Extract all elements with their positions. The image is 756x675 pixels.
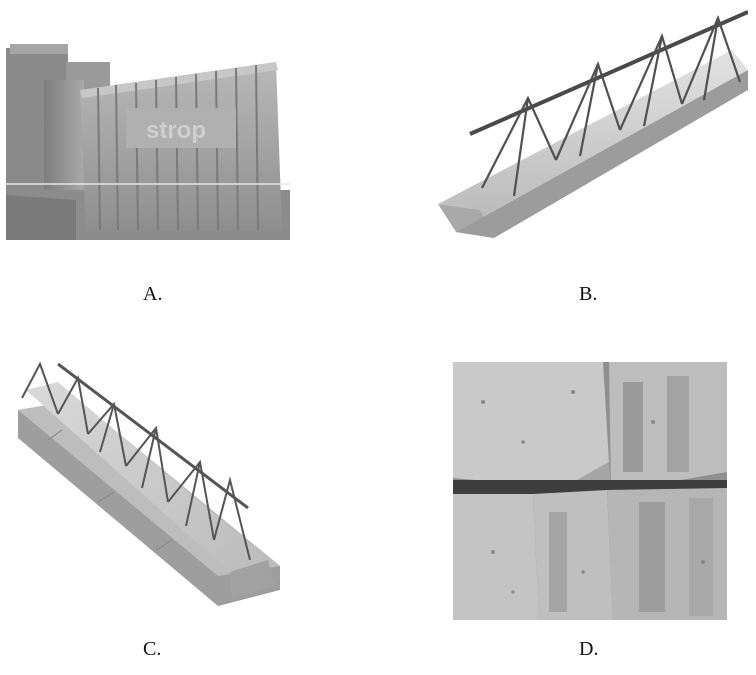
lattice-girder-illustration [18,361,280,606]
option-b-label: B. [579,283,598,305]
image-option-b [436,10,748,248]
image-option-c [18,360,280,616]
image-option-d [453,362,727,620]
concrete-wall-blocks-illustration: strop [6,44,290,240]
option-d-label: D. [579,638,599,660]
stacked-blocks-illustration [453,362,727,620]
block-stamp-text: strop [146,117,206,144]
truss-beam-illustration [438,10,748,238]
option-a-label: A. [143,283,163,305]
option-c-label: C. [143,638,162,660]
image-option-a: strop [6,40,290,240]
